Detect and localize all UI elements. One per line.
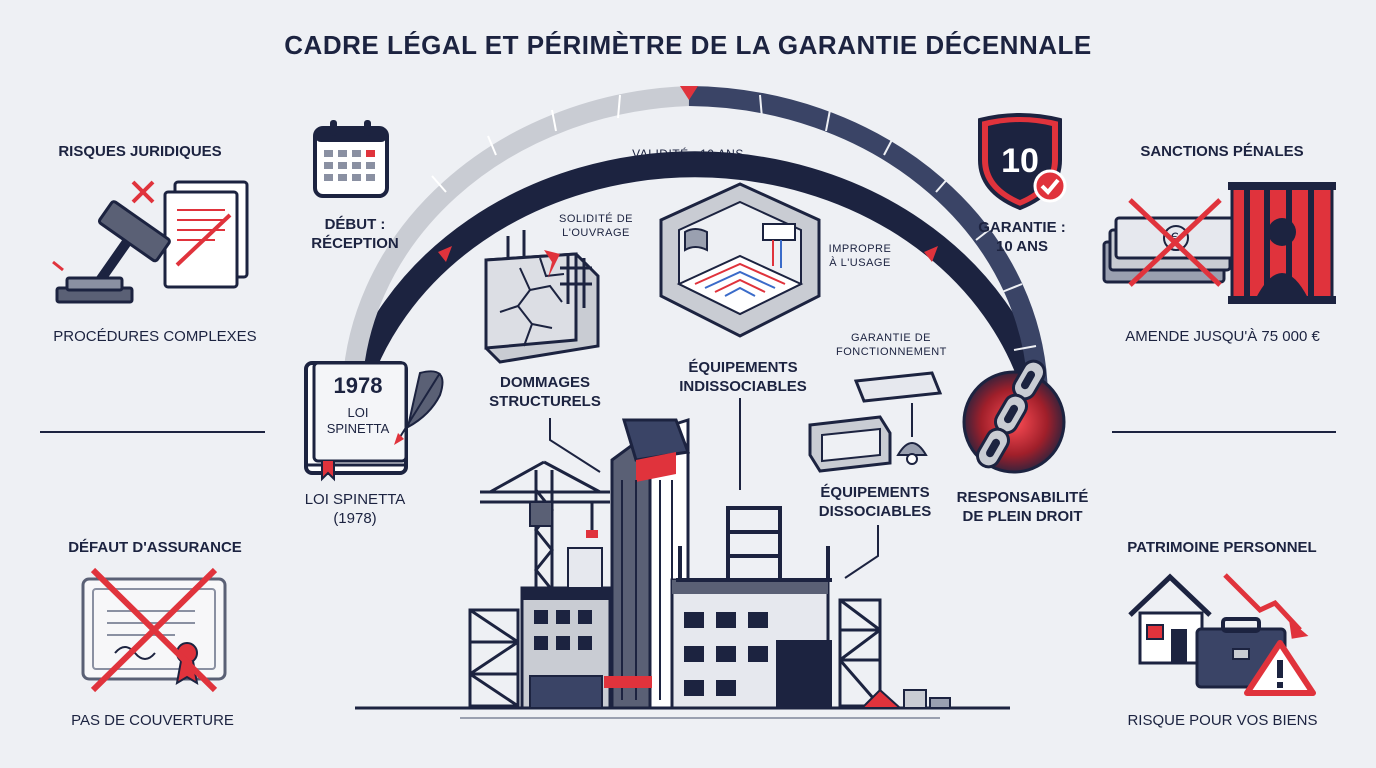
patrimoine-heading: PATRIMOINE PERSONNEL: [1127, 539, 1317, 556]
loi-spinetta-label: LOI SPINETTA (1978): [304, 491, 406, 527]
book-line1: LOI: [347, 405, 369, 420]
indissociables-label: ÉQUIPEMENTS INDISSOCIABLES: [679, 359, 807, 395]
left-divider: [40, 431, 265, 433]
shield-10-icon: 10: [978, 113, 1067, 211]
dissociable-equipment-icon: [808, 371, 943, 473]
debut-label: DÉBUT : RÉCEPTION: [311, 216, 399, 252]
solidite-label: SOLIDITÉ DE L'OUVRAGE: [559, 213, 633, 239]
chain-ball-icon: [962, 359, 1066, 474]
book-line2: SPINETTA: [326, 421, 390, 436]
responsabilite-label: RESPONSABILITÉ DE PLEIN DROIT: [956, 489, 1089, 525]
room-cutaway-icon: [659, 182, 821, 338]
sanctions-heading: SANCTIONS PÉNALES: [1140, 143, 1304, 160]
defaut-heading: DÉFAUT D'ASSURANCE: [68, 539, 242, 556]
fonctionnement-label: GARANTIE DE FONCTIONNEMENT: [836, 332, 947, 358]
book-year: 1978: [333, 373, 383, 398]
dissociables-label: ÉQUIPEMENTS DISSOCIABLES: [818, 484, 932, 520]
crossed-certificate-icon: [81, 567, 227, 693]
right-divider: [1112, 431, 1336, 433]
sanctions-caption: AMENDE JUSQU'À 75 000 €: [1125, 328, 1320, 345]
book-icon: [304, 361, 444, 482]
cracked-wall-icon: [484, 230, 600, 364]
money-prison-icon: €: [1102, 182, 1336, 304]
shield-number: 10: [1001, 142, 1039, 180]
risques-heading: RISQUES JURIDIQUES: [58, 143, 222, 160]
patrimoine-caption: RISQUE POUR VOS BIENS: [1127, 712, 1318, 729]
house-briefcase-warning-icon: [1128, 573, 1316, 696]
risques-caption: PROCÉDURES COMPLEXES: [53, 328, 257, 345]
validity-label: VALIDITÉ : 10 ANS: [632, 147, 744, 161]
gavel-document-icon: [52, 180, 249, 304]
dommages-label: DOMMAGES STRUCTURELS: [489, 374, 601, 410]
defaut-caption: PAS DE COUVERTURE: [71, 712, 234, 729]
garantie-label: GARANTIE : 10 ANS: [978, 219, 1066, 255]
impropre-label: IMPROPRE À L'USAGE: [828, 243, 892, 269]
calendar-icon: [313, 120, 389, 198]
page-title: CADRE LÉGAL ET PÉRIMÈTRE DE LA GARANTIE …: [284, 30, 1092, 60]
